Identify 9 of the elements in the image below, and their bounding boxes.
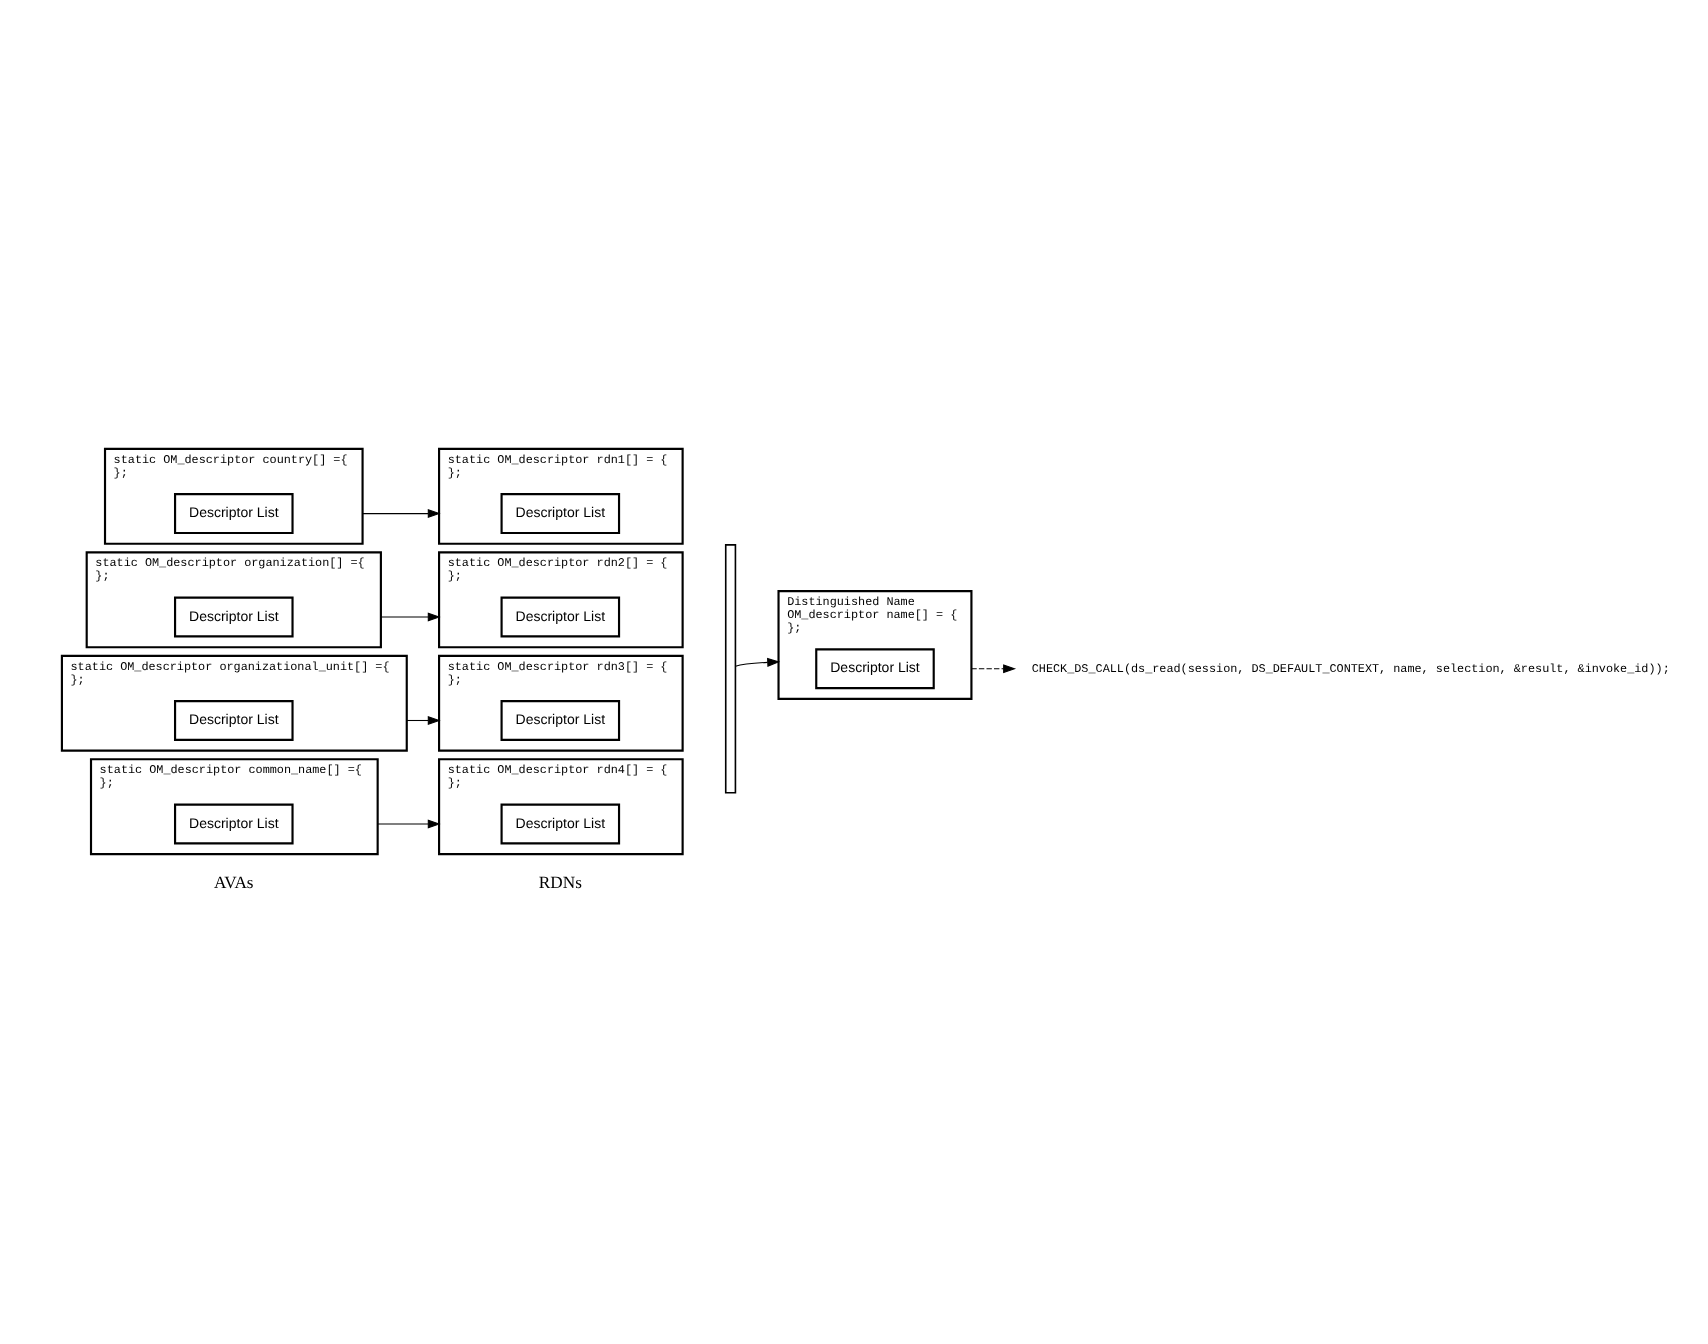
arrow [970, 664, 1017, 674]
arrow [734, 657, 781, 667]
arrow [380, 612, 441, 622]
arrow [362, 509, 441, 519]
label: AVAs [214, 872, 254, 893]
arrow [377, 819, 441, 829]
node-bracket [724, 544, 737, 794]
arrow [406, 715, 441, 726]
label: RDNs [538, 872, 582, 893]
